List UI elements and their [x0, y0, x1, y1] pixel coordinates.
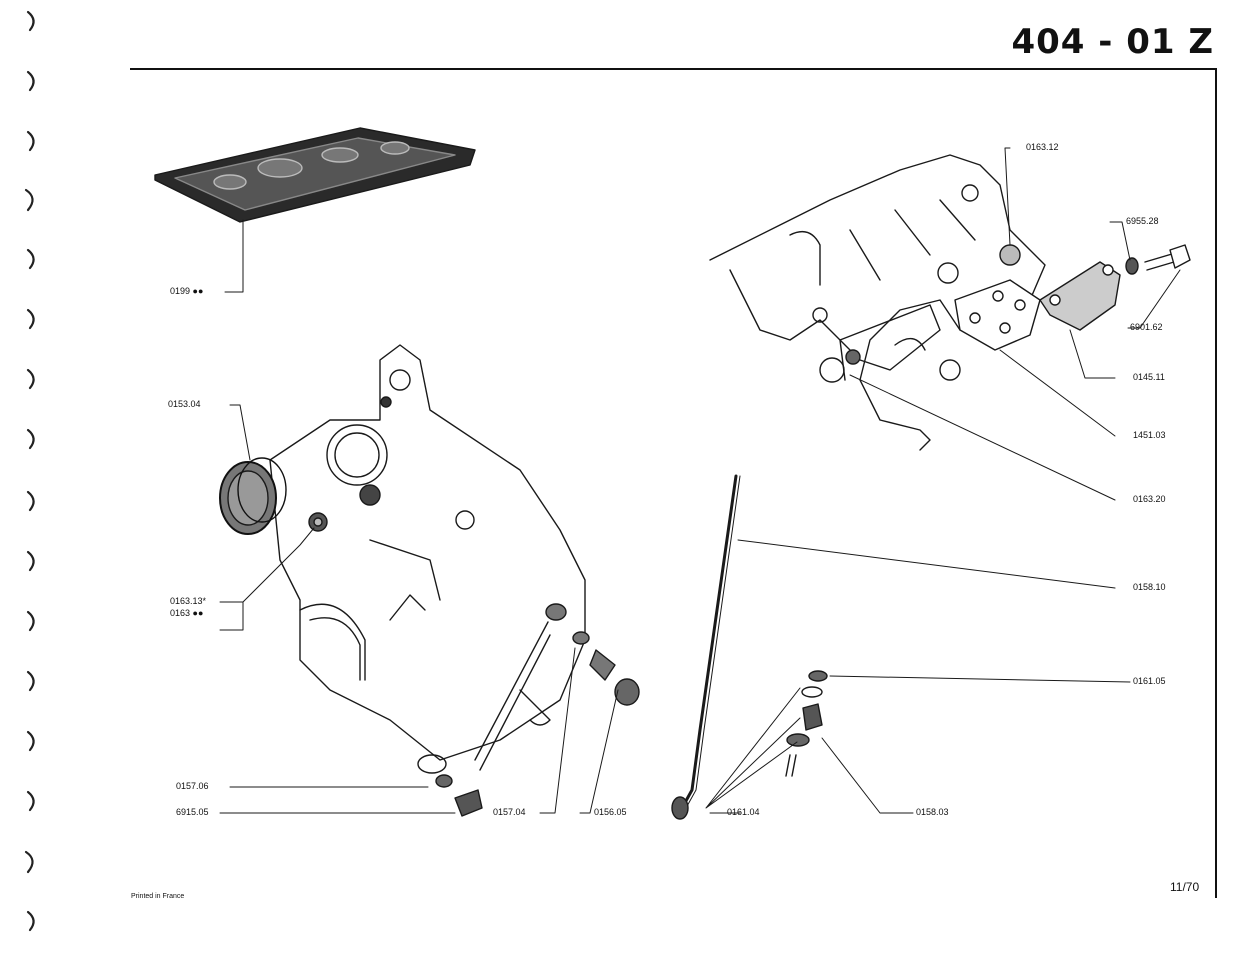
leader-lines: [219, 147, 1181, 814]
label-0161-05: 0161.05: [1133, 676, 1166, 686]
label-0156-05: 0156.05: [594, 807, 627, 817]
label-0145-11: 0145.11: [1133, 372, 1165, 382]
label-0163-12: 0163.12: [1026, 142, 1059, 152]
guide-parts: [785, 670, 828, 777]
label-0163-20: 0163.20: [1133, 494, 1166, 504]
label-6901-62: 6901.62: [1130, 322, 1163, 332]
gasket-part: [154, 127, 476, 223]
label-0163-13: 0163.13*: [170, 596, 207, 606]
label-0153-04: 0153.04: [168, 399, 201, 409]
label-0161-04: 0161.04: [727, 807, 760, 817]
label-1451-03: 1451.03: [1133, 430, 1166, 440]
frame-top-rule: [130, 68, 1216, 70]
label-0163: 0163 ●●: [170, 608, 204, 618]
label-0158-10: 0158.10: [1133, 582, 1166, 592]
label-0157-06: 0157.06: [176, 781, 209, 791]
label-6955-28: 6955.28: [1126, 216, 1159, 226]
page-number: 11/70: [1170, 880, 1200, 894]
label-0199: 0199 ●●: [170, 286, 204, 296]
page-title: 404 - 01 Z: [1011, 22, 1214, 62]
printed-in-note: Printed in France: [131, 893, 185, 900]
label-6915-05: 6915.05: [176, 807, 209, 817]
bolt-part: [1125, 244, 1191, 275]
cover-plate-part: [954, 279, 1041, 351]
seal-part: [219, 457, 287, 535]
plug-part: [308, 512, 328, 532]
label-0158-03: 0158.03: [916, 807, 949, 817]
frame-right-rule: [1215, 68, 1217, 898]
dipstick-part: [671, 474, 741, 820]
cover-part: [1039, 261, 1121, 331]
binder-holes: [24, 10, 35, 932]
label-0157-04: 0157.04: [493, 807, 526, 817]
drain-parts: [417, 603, 640, 817]
engine-block-left: [269, 344, 586, 761]
